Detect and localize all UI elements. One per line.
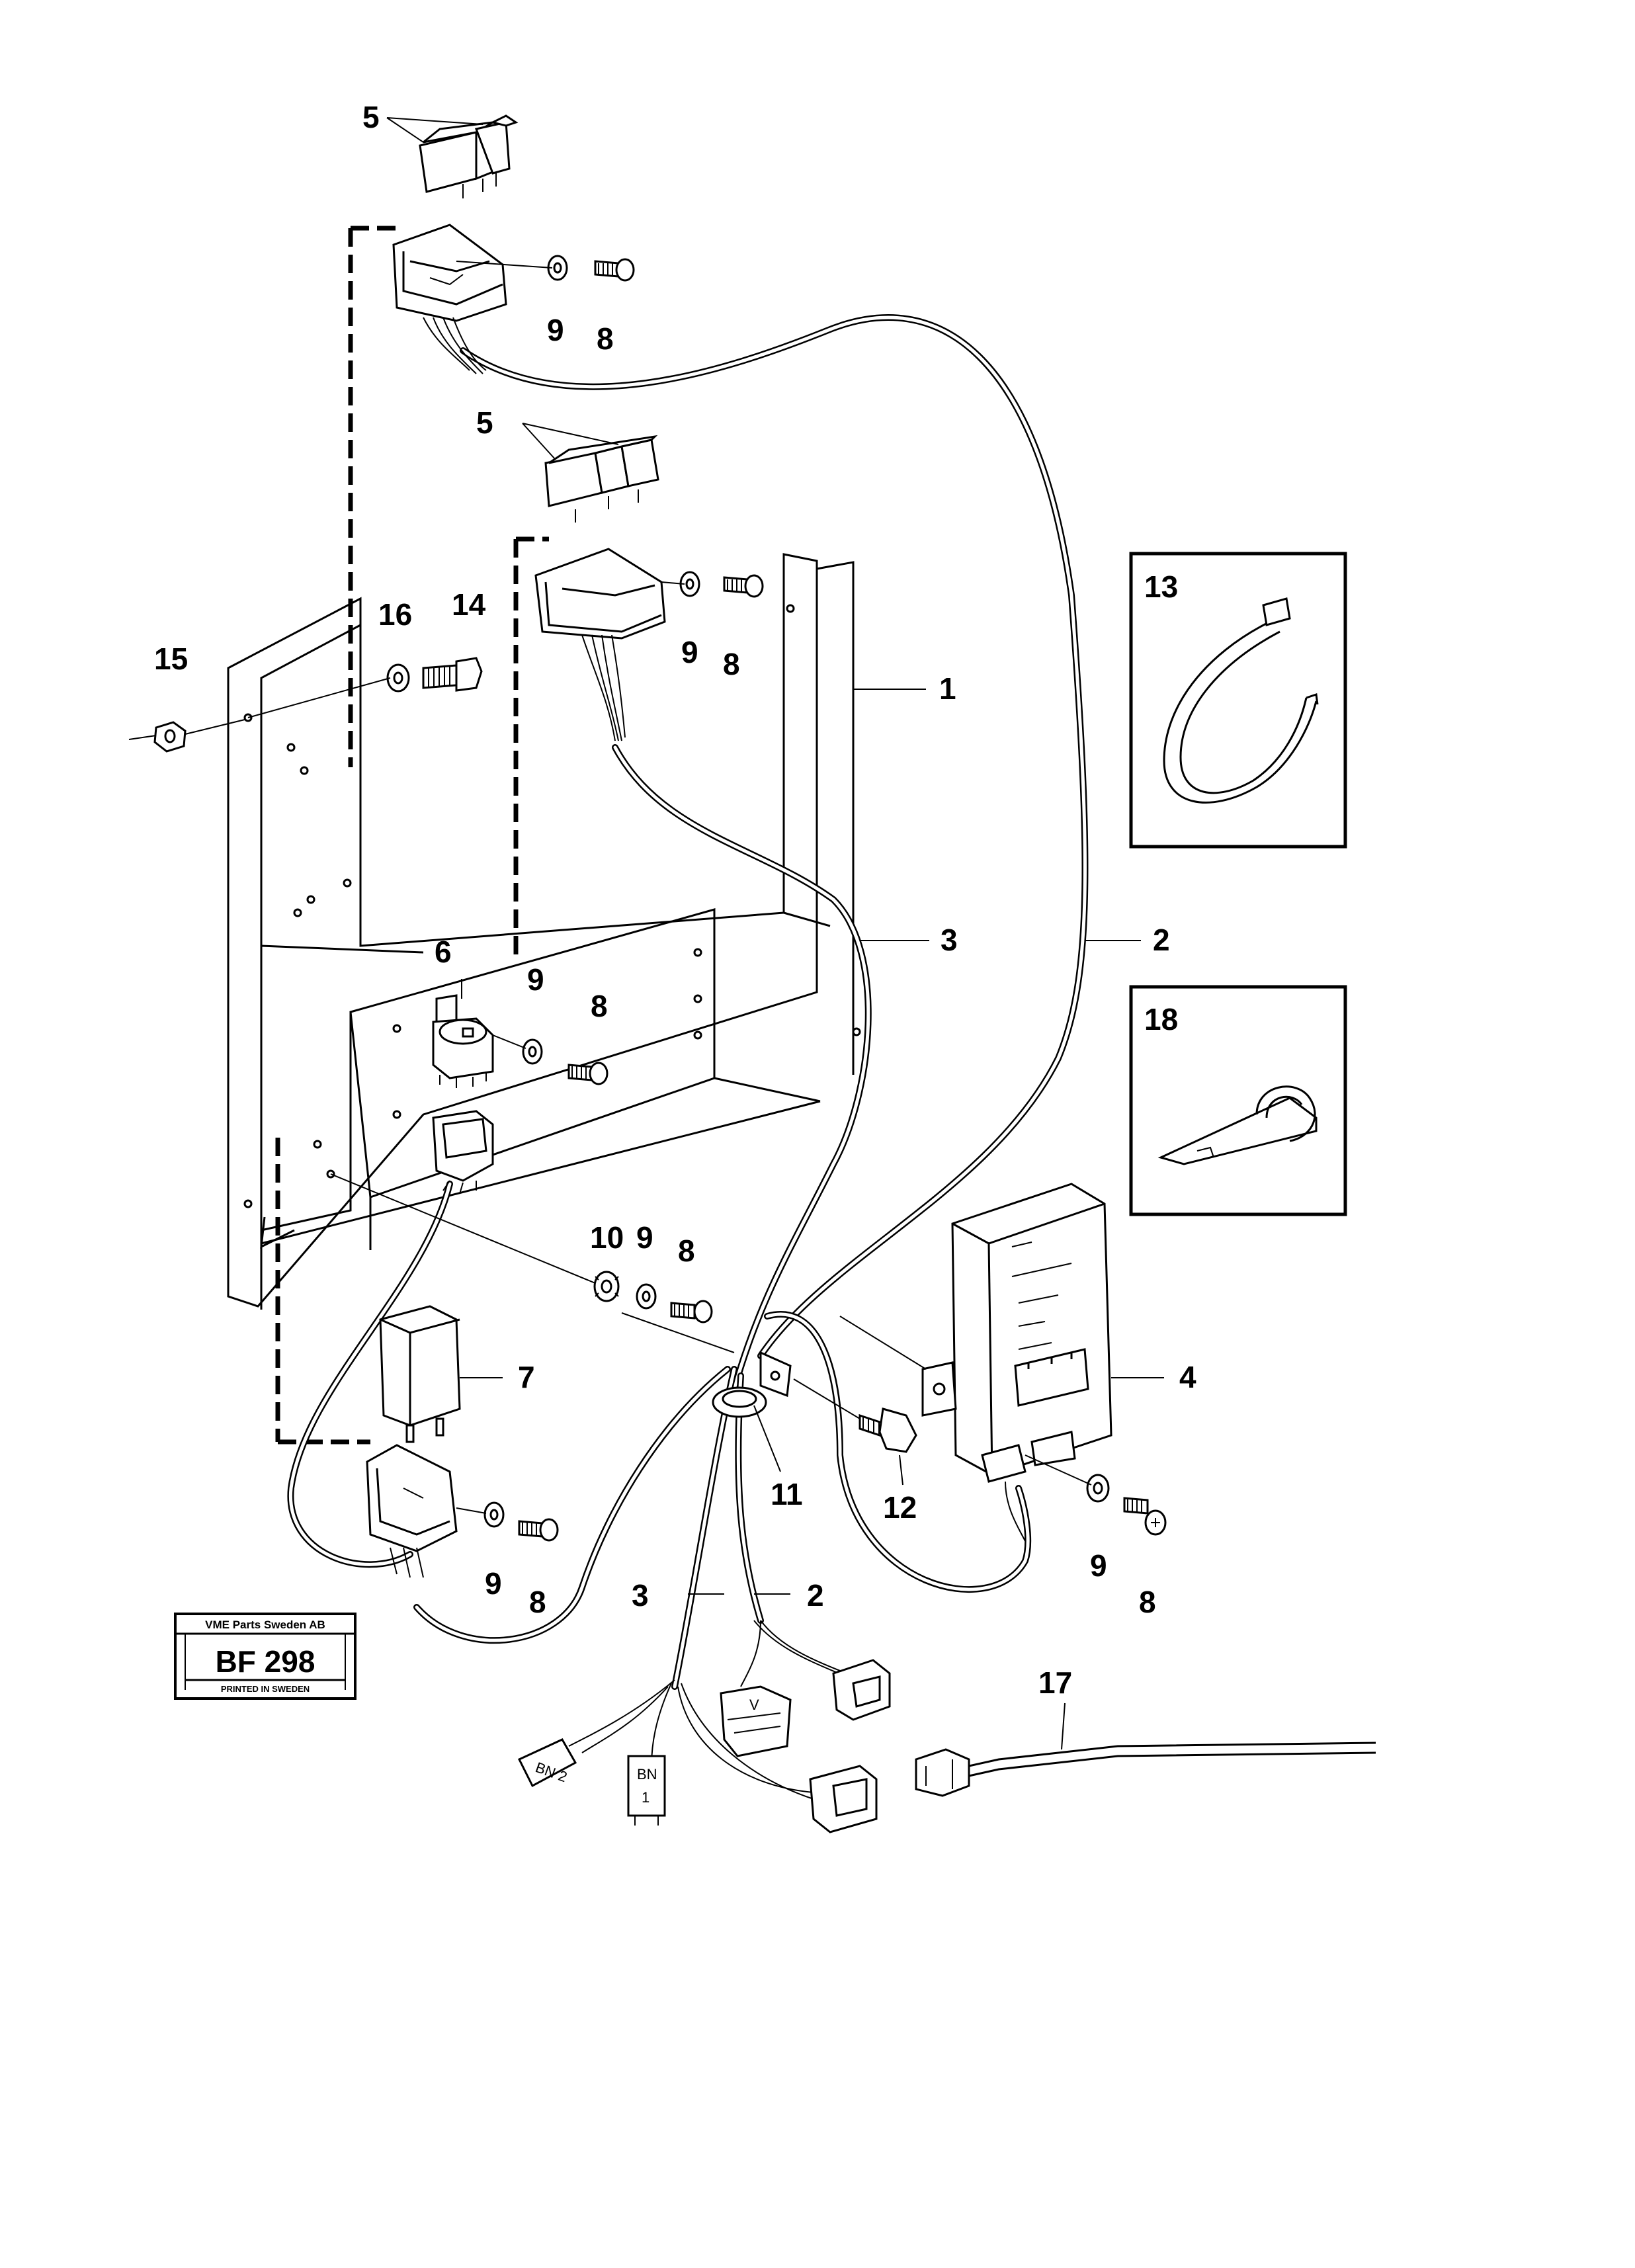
leader-lines [386, 117, 1164, 1750]
callout-5-middle: 5 [476, 405, 493, 440]
mounting-bracket [227, 553, 861, 1310]
callout-9-top: 9 [547, 313, 564, 347]
cable-harnesses [287, 314, 1089, 1800]
callout-8-middle: 8 [723, 647, 740, 681]
callout-3-lower: 3 [632, 1578, 649, 1613]
mounting-fasteners [128, 657, 483, 753]
connector-bn1-label-a: BN [637, 1766, 657, 1783]
callout-9-item6: 9 [527, 962, 544, 997]
callout-16: 16 [378, 597, 412, 632]
callout-10: 10 [590, 1220, 624, 1255]
control-unit-item-4 [839, 1183, 1167, 1542]
callout-7: 7 [518, 1360, 535, 1394]
connector-square-upper [832, 1659, 891, 1721]
callout-9-left: 9 [485, 1566, 502, 1601]
item-6-component [432, 994, 608, 1088]
callout-5-top: 5 [362, 100, 380, 134]
parts-stamp: VME Parts Sweden AB BF 298 PRINTED IN SW… [174, 1613, 356, 1700]
phantom-lines [275, 226, 549, 1445]
callout-17: 17 [1038, 1665, 1072, 1700]
grommet-item-11 [712, 1351, 792, 1418]
stamp-company: VME Parts Sweden AB [205, 1618, 325, 1631]
inset-18-label: 18 [1144, 1002, 1178, 1036]
inset-13: 13 [1129, 552, 1347, 849]
callout-4: 4 [1179, 1360, 1196, 1394]
callout-1: 1 [939, 671, 956, 706]
callout-11: 11 [771, 1477, 803, 1511]
callout-8-right: 8 [1139, 1585, 1156, 1619]
holder-item-7 [366, 1444, 559, 1578]
cable-item-17 [915, 1742, 1376, 1797]
connector-plug-upper [432, 1110, 494, 1195]
callout-3-upper: 3 [941, 923, 958, 957]
callout-8-left: 8 [529, 1585, 546, 1619]
callout-9-middle: 9 [681, 635, 698, 669]
fasteners-middle [330, 1173, 735, 1353]
callout-8-lower: 8 [678, 1234, 695, 1268]
connector-v: V [720, 1685, 792, 1757]
inset-13-label: 13 [1144, 569, 1178, 604]
item-7-flasher [379, 1305, 461, 1443]
callout-9-right: 9 [1090, 1548, 1107, 1583]
callout-6: 6 [435, 935, 452, 969]
callout-15: 15 [154, 642, 188, 676]
connector-square-lower [809, 1765, 878, 1833]
stamp-printed: PRINTED IN SWEDEN [221, 1684, 310, 1694]
callout-2-upper: 2 [1153, 923, 1170, 957]
callout-8-top: 8 [597, 321, 614, 356]
stamp-code: BF 298 [216, 1644, 315, 1679]
callout-labels: 5 9 8 5 16 14 15 9 8 1 3 2 6 9 8 10 9 8 … [154, 100, 1196, 1700]
relay-group-middle [534, 435, 764, 741]
connector-bn2: BN 2 [517, 1738, 577, 1788]
callout-9-lower: 9 [636, 1220, 653, 1255]
inset-18: 18 [1129, 985, 1347, 1216]
connector-v-label: V [749, 1697, 759, 1713]
relay-group-top [392, 114, 635, 374]
bolt-item-12 [793, 1378, 917, 1453]
callout-12: 12 [883, 1490, 917, 1525]
connector-bn1: BN 1 [627, 1755, 666, 1826]
connector-bn1-label-b: 1 [642, 1789, 650, 1806]
bottom-connectors: BN 2 BN 1 V [517, 1659, 1376, 1833]
callout-14: 14 [452, 587, 486, 622]
callout-8-item6: 8 [591, 989, 608, 1023]
callout-2-lower: 2 [807, 1578, 824, 1613]
